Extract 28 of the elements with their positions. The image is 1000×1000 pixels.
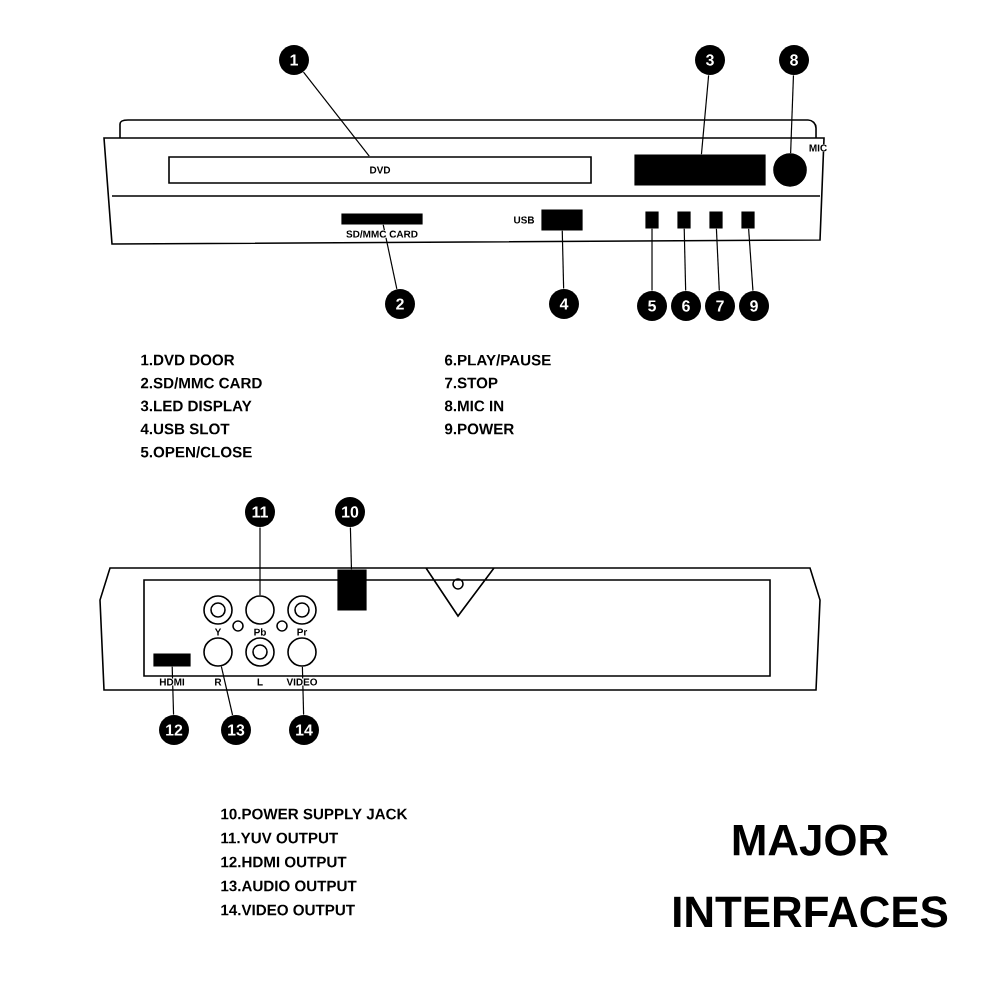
port [541, 209, 583, 231]
leader-line [302, 71, 370, 157]
leader-line [301, 666, 305, 716]
leader-line [259, 526, 261, 596]
leader-line [700, 74, 710, 155]
leader-line [349, 526, 353, 570]
rca-jack [245, 595, 275, 625]
leader-line [382, 224, 398, 290]
port [634, 154, 766, 186]
port [645, 211, 659, 229]
title: MAJOR INTERFACES [674, 824, 948, 928]
leader-line [220, 665, 234, 716]
leader-line [171, 666, 175, 716]
leader-line [790, 74, 795, 154]
leader-line [683, 228, 687, 292]
leader-line [651, 228, 653, 292]
port [741, 211, 755, 229]
mic-jack [773, 153, 807, 187]
rca-jack [287, 637, 317, 667]
port [153, 653, 191, 667]
leader-line [715, 228, 720, 292]
rca-jack [203, 637, 233, 667]
port [337, 569, 367, 611]
port [341, 213, 423, 225]
leader-line [748, 228, 754, 292]
port [677, 211, 691, 229]
port [709, 211, 723, 229]
leader-line [561, 230, 565, 290]
